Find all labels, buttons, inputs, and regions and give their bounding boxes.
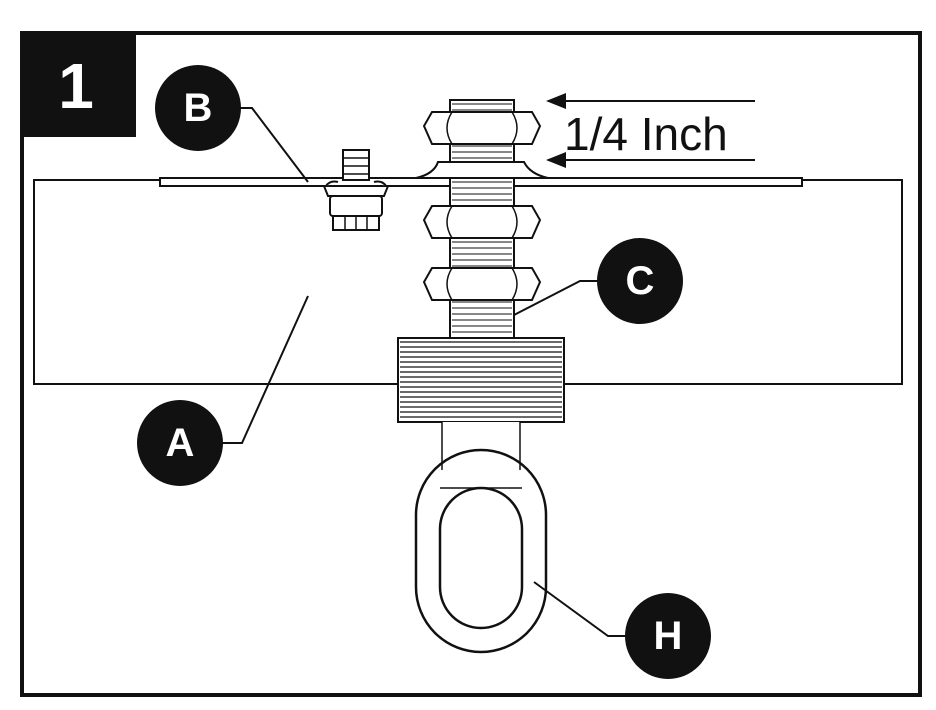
middle-nut-icon	[422, 205, 542, 239]
small-bolt-icon	[322, 149, 390, 231]
callout-label-b: B	[184, 86, 213, 130]
callout-a: A	[137, 400, 223, 486]
callout-b: B	[155, 65, 241, 151]
leader-line-h	[533, 581, 628, 637]
callout-label-c: C	[626, 259, 655, 303]
leader-line-b	[236, 107, 309, 183]
leader-line-a	[222, 295, 309, 444]
swivel-body	[397, 337, 565, 423]
callout-c: C	[597, 238, 683, 324]
callout-label-h: H	[654, 614, 683, 658]
step-badge	[20, 31, 136, 137]
washer-icon	[415, 161, 549, 179]
diagram-frame	[20, 31, 922, 697]
leader-line-c	[513, 280, 598, 316]
callout-h: H	[625, 593, 711, 679]
dimension-label: 1/4 Inch	[564, 108, 728, 160]
callout-label-a: A	[166, 421, 195, 465]
eye-hook-part-h	[414, 422, 548, 654]
lower-nut-icon	[422, 267, 542, 301]
top-nut-icon	[422, 111, 542, 145]
dimension-indicator: 1/4 Inch	[546, 93, 755, 168]
step-number: 1	[58, 50, 94, 122]
